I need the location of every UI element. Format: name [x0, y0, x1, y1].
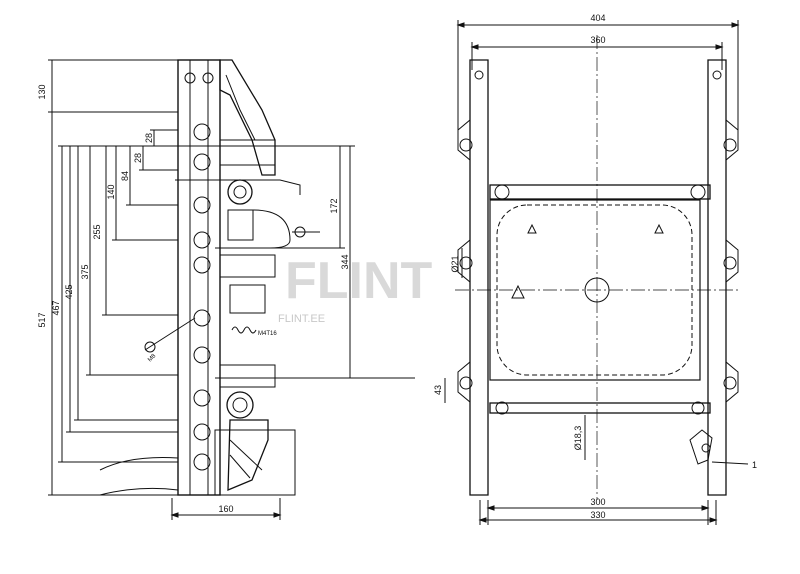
right-front-view [444, 20, 749, 525]
dim-rod-18-3: Ø18,3 [573, 426, 583, 451]
bolt-label: M8 [147, 353, 158, 364]
dim-344: 344 [340, 254, 350, 269]
dim-330: 330 [590, 510, 605, 520]
dim-84: 84 [120, 171, 130, 181]
left-side-view [48, 59, 415, 520]
dim-517: 517 [37, 312, 47, 327]
dim-hole-21: Ø21 [450, 255, 460, 272]
dim-300: 300 [590, 497, 605, 507]
dim-43: 43 [433, 385, 443, 395]
dim-130: 130 [37, 84, 47, 99]
watermark-site: FLINT.EE [278, 313, 325, 325]
watermark-brand: FLINT [285, 252, 433, 310]
callout-1: 1 [752, 460, 757, 470]
dim-467: 467 [51, 300, 61, 315]
dim-28-b: 28 [144, 133, 154, 143]
dim-28-a: 28 [133, 153, 143, 163]
dim-375: 375 [80, 264, 90, 279]
thread-label: M4T16 [258, 331, 277, 337]
dim-172: 172 [329, 198, 339, 213]
dim-404: 404 [590, 13, 605, 23]
dim-160: 160 [218, 504, 233, 514]
dim-360: 360 [590, 35, 605, 45]
dim-255: 255 [92, 224, 102, 239]
dim-425: 425 [64, 284, 74, 299]
dim-140: 140 [106, 184, 116, 199]
